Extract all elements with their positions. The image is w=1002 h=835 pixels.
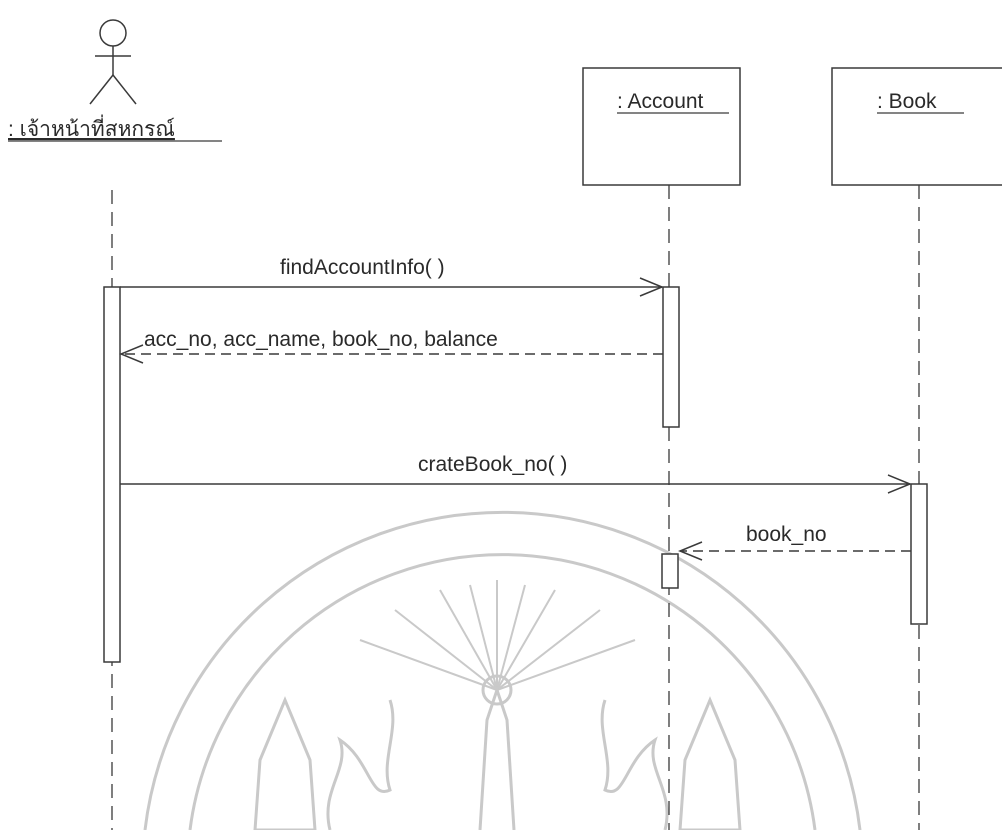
watermark-center-disc	[481, 674, 513, 706]
watermark-left-tower	[253, 696, 317, 832]
watermark-right-tower	[678, 696, 742, 832]
actor-label: : เจ้าหน้าที่สหกรณ์	[8, 114, 175, 141]
arrowhead-open	[678, 541, 703, 561]
message-find-account-info	[120, 277, 664, 297]
arrowhead-open	[639, 277, 664, 297]
actor-activation-bar	[103, 286, 121, 663]
message-book-no-return	[678, 541, 911, 561]
actor-right-leg	[112, 74, 137, 105]
watermark-left-flame	[326, 699, 395, 831]
account-object-label: : Account	[617, 90, 704, 113]
watermark-circle	[143, 510, 862, 831]
account-activation-bar-2	[661, 553, 679, 589]
account-activation-bar-1	[662, 286, 680, 428]
watermark-emblem	[143, 510, 862, 832]
actor-figure	[89, 19, 137, 105]
account-object-box	[582, 67, 741, 186]
message-crate-book-no	[120, 474, 912, 494]
watermark-right-flame	[600, 699, 669, 831]
message-crate-book-no-label: crateBook_no( )	[418, 453, 567, 476]
arrowhead-open	[887, 474, 912, 494]
message-account-info-return-label: acc_no, acc_name, book_no, balance	[144, 328, 498, 351]
watermark-inner-circle	[188, 553, 817, 831]
watermark-rays	[359, 580, 636, 691]
book-activation-bar	[910, 483, 928, 625]
actor-head	[99, 19, 127, 47]
watermark-spire	[478, 685, 516, 831]
actor-left-leg	[89, 74, 114, 105]
message-find-account-info-label: findAccountInfo( )	[280, 256, 445, 279]
book-object-label: : Book	[877, 90, 937, 113]
book-object-box	[831, 67, 1002, 186]
message-account-info-return	[119, 344, 663, 364]
arrowhead-open	[119, 344, 144, 364]
message-book-no-return-label: book_no	[746, 523, 827, 546]
